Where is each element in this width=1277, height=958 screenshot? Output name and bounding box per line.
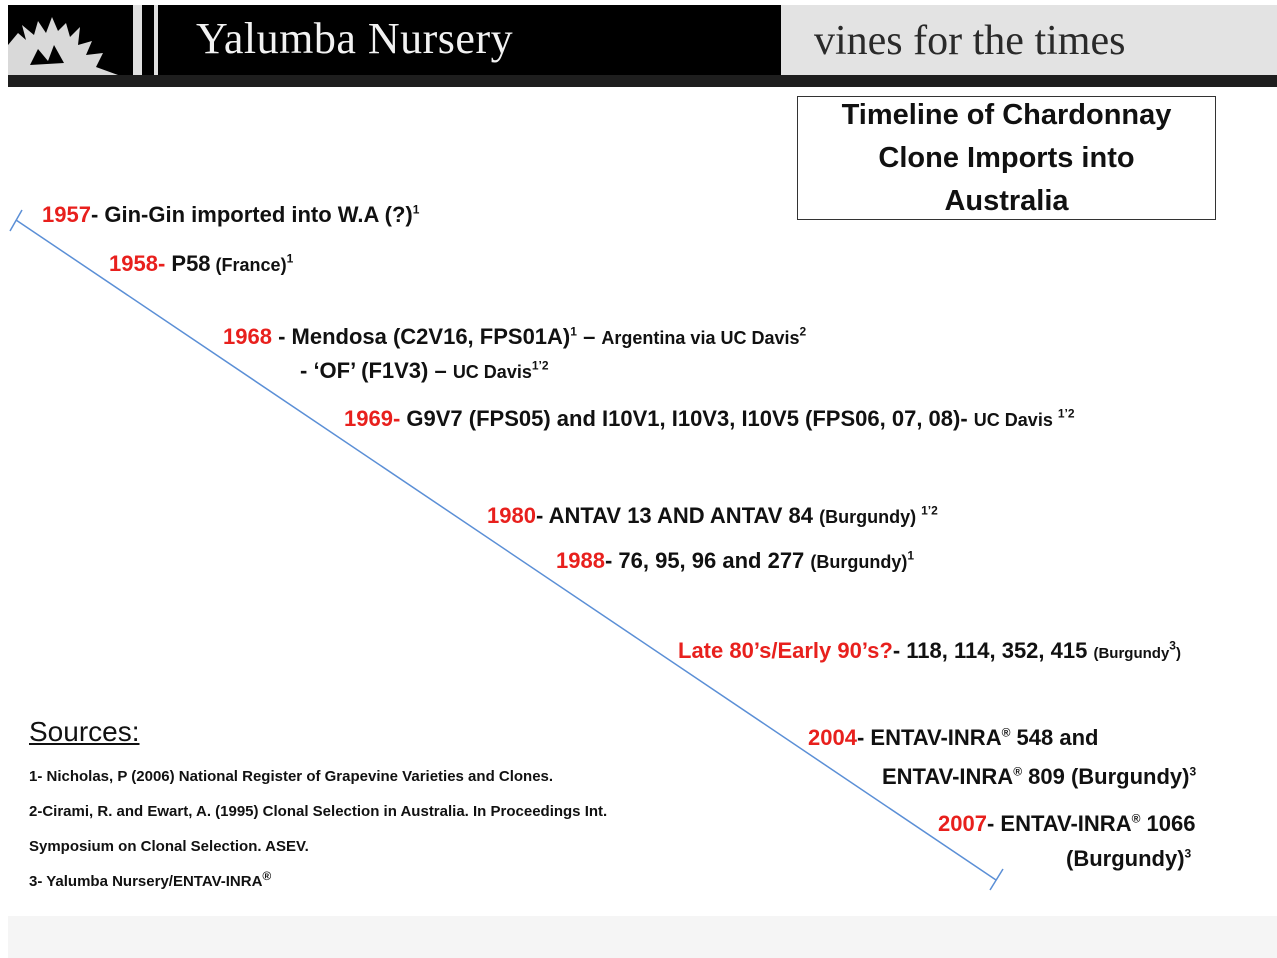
entry-1968: 1968 - Mendosa (C2V16, FPS01A)1 – Argent…: [223, 324, 806, 350]
year-label: 1957: [42, 202, 91, 227]
footnote-ref: 1’2: [921, 503, 938, 518]
footnote-ref: 3: [1184, 846, 1192, 861]
entry-text-2: 1066: [1140, 811, 1196, 836]
year-label: 1958-: [109, 251, 166, 276]
entry-text-2: 548 and: [1010, 725, 1099, 750]
registered-mark: ®: [1013, 764, 1023, 779]
year-label: 1968: [223, 324, 272, 349]
entry-1957: 1957- Gin-Gin imported into W.A (?)1: [42, 202, 419, 228]
source-2: 2-Cirami, R. and Ewart, A. (1995) Clonal…: [29, 803, 608, 820]
footnote-ref: 3: [1189, 764, 1197, 779]
entry-detail-close: ): [1175, 645, 1181, 662]
entry-text: - 118, 114, 352, 415: [892, 638, 1094, 663]
entry-1988: 1988- 76, 95, 96 and 277 (Burgundy)1: [556, 548, 914, 574]
entry-2004-b: ENTAV-INRA® 809 (Burgundy)3: [882, 764, 1196, 790]
registered-mark: ®: [1131, 811, 1141, 826]
page-title: Timeline of Chardonnay Clone Imports int…: [841, 98, 1172, 217]
entry-text: - ENTAV-INRA: [856, 725, 1002, 750]
entry-text: G9V7 (FPS05) and I10V1, I10V3, I10V5 (FP…: [400, 406, 974, 431]
footnote-ref: 1’2: [1057, 406, 1075, 421]
entry-detail: Argentina via UC Davis: [601, 328, 800, 348]
entry-2004: 2004- ENTAV-INRA® 548 and: [808, 725, 1098, 751]
entry-1968-of: - ‘OF’ (F1V3) – UC Davis1’2: [300, 358, 549, 384]
entry-text: (Burgundy): [1066, 846, 1185, 871]
registered-mark: ®: [262, 869, 272, 883]
brand-name: Yalumba Nursery: [196, 14, 514, 63]
source-1: 1- Nicholas, P (2006) National Register …: [29, 768, 554, 785]
year-label: 1980: [487, 503, 536, 528]
year-label: 1988: [556, 548, 605, 573]
entry-late-80s: Late 80’s/Early 90’s?- 118, 114, 352, 41…: [678, 638, 1181, 664]
entry-detail: (Burgundy): [810, 552, 908, 572]
entry-2007-b: (Burgundy)3: [1066, 846, 1191, 872]
timeline-end-tick: [989, 868, 1004, 891]
entry-2007: 2007- ENTAV-INRA® 1066: [938, 811, 1195, 837]
tagline: vines for the times: [814, 18, 1126, 64]
year-label: Late 80’s/Early 90’s?: [678, 638, 893, 663]
entry-text: - ‘OF’ (F1V3) –: [300, 358, 453, 383]
entry-text: - Mendosa (C2V16, FPS01A): [271, 324, 571, 349]
entry-detail: UC Davis: [452, 362, 532, 382]
footnote-ref: 1: [570, 324, 577, 339]
sources-heading: Sources:: [29, 716, 140, 747]
banner-strip: [8, 75, 1277, 87]
entry-text: P58: [165, 251, 211, 276]
footnote-ref: 1’2: [531, 358, 549, 373]
entry-1980: 1980- ANTAV 13 AND ANTAV 84 (Burgundy) 1…: [487, 503, 938, 529]
entry-text: - ENTAV-INRA: [986, 811, 1132, 836]
timeline-axis: [15, 219, 997, 881]
entry-detail: (France): [210, 255, 287, 275]
entry-detail: (Burgundy: [1093, 645, 1170, 662]
banner-left: Yalumba Nursery: [8, 5, 781, 75]
footnote-ref-2: 2: [799, 324, 807, 339]
source-3: 3- Yalumba Nursery/ENTAV-INRA®: [29, 870, 271, 890]
source-2-cont: Symposium on Clonal Selection. ASEV.: [29, 838, 309, 855]
year-label: 1969-: [344, 406, 401, 431]
banner-right: [781, 5, 1277, 75]
entry-text: - 76, 95, 96 and 277: [604, 548, 811, 573]
header-banner: Yalumba Nursery vines for the times: [8, 5, 1277, 87]
registered-mark: ®: [1001, 725, 1011, 740]
title-box: Timeline of Chardonnay Clone Imports int…: [797, 96, 1216, 220]
timeline-start-tick: [9, 209, 23, 232]
vine-silhouette-icon: [8, 5, 168, 75]
entry-detail: (Burgundy): [819, 507, 922, 527]
source-3-text: 3- Yalumba Nursery/ENTAV-INRA: [29, 873, 263, 890]
year-label: 2007: [938, 811, 987, 836]
entry-1958: 1958- P58 (France)1: [109, 251, 293, 277]
footnote-ref: 1: [412, 202, 420, 217]
entry-text: ENTAV-INRA: [882, 764, 1014, 789]
entry-1969: 1969- G9V7 (FPS05) and I10V1, I10V3, I10…: [344, 406, 1075, 432]
footnote-ref: 3: [1169, 638, 1176, 653]
footer-bar: [8, 916, 1277, 958]
entry-text-2: 809 (Burgundy): [1022, 764, 1190, 789]
entry-text: - ANTAV 13 AND ANTAV 84: [535, 503, 820, 528]
footnote-ref: 1: [286, 251, 294, 266]
entry-text-2: –: [576, 324, 602, 349]
footnote-ref: 1: [907, 548, 915, 563]
entry-detail: UC Davis: [973, 410, 1058, 430]
entry-text: - Gin-Gin imported into W.A (?): [90, 202, 413, 227]
year-label: 2004: [808, 725, 857, 750]
